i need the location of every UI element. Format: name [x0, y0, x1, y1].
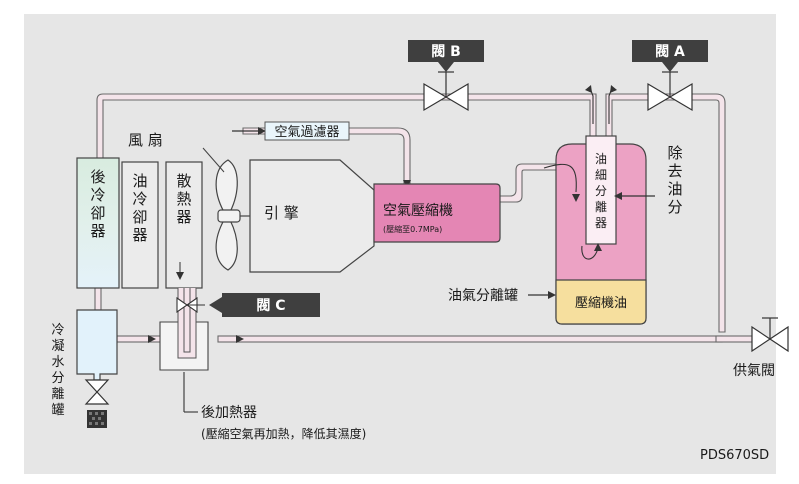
svg-text:卻: 卻: [132, 208, 147, 226]
svg-text:分: 分: [51, 371, 64, 386]
drain-filter-pattern: [89, 412, 104, 425]
drain-separator-label: 冷 凝 水 分 離 罐: [51, 323, 64, 418]
air-filter-arrow: [232, 127, 266, 135]
flow-arrow-icon: [585, 85, 592, 93]
radiator: [165, 161, 203, 289]
fan-label: 風 扇: [128, 131, 163, 149]
svg-text:器: 器: [132, 226, 147, 244]
svg-text:油: 油: [132, 172, 147, 190]
radiator-label: 散 熱 器: [176, 172, 191, 226]
reheater-note: (壓縮空氣再加熱，降低其濕度): [201, 426, 366, 441]
supply-pipe-top: [605, 93, 726, 333]
air-compressor: [373, 183, 501, 243]
reheater-flow-arrows: [148, 262, 244, 343]
compressor-oil-layer: [555, 279, 647, 325]
fan-leader-line: [202, 147, 225, 173]
valve-b-icon[interactable]: [423, 71, 469, 112]
valve-c-callout: 閥 C: [209, 293, 320, 317]
flow-arrow-icon: [594, 243, 602, 251]
svg-text:罐: 罐: [51, 403, 64, 418]
valve-c-icon[interactable]: [176, 296, 205, 314]
svg-text:器: 器: [176, 208, 191, 226]
air-filter-box: [264, 121, 350, 141]
svg-text:油: 油: [667, 180, 682, 198]
valve-b-label: 閥 B: [431, 44, 461, 60]
compressor-oil-label: 壓縮機油: [575, 295, 627, 311]
compressor-label: 空氣壓縮機: [383, 203, 453, 219]
aftercooler: [76, 157, 120, 289]
svg-text:除: 除: [667, 144, 682, 162]
oil-cooler-label: 油 冷 卻 器: [132, 172, 147, 244]
svg-text:細: 細: [595, 168, 607, 182]
oil-gas-tank-label: 油氣分離罐: [448, 287, 518, 304]
valve-a-callout: 閥 A: [632, 40, 708, 72]
condensate-separator-tank: [76, 309, 118, 381]
svg-text:分: 分: [595, 184, 607, 198]
reheater-label: 後加熱器: [201, 405, 257, 421]
valve-c-label: 閥 C: [256, 298, 285, 314]
svg-text:器: 器: [595, 216, 607, 230]
engine: [249, 159, 375, 273]
svg-text:散: 散: [176, 172, 191, 190]
supply-pipe-bottom: [217, 335, 723, 343]
svg-text:油: 油: [595, 152, 607, 166]
svg-text:去: 去: [667, 162, 682, 180]
air-filter-label: 空氣過濾器: [274, 125, 339, 140]
separator-outlet-pipe: [715, 335, 753, 343]
oil-removal-arrow: [614, 192, 622, 200]
aftercooler-label: 後 冷 卻 器: [90, 168, 105, 240]
svg-text:冷: 冷: [51, 323, 64, 338]
svg-text:水: 水: [51, 355, 64, 370]
flow-arrow-icon: [610, 85, 617, 93]
oil-removal-label: 除 去 油 分: [667, 144, 682, 216]
oil-gas-tank-arrow: [548, 291, 556, 299]
cooling-fan-icon: [215, 159, 250, 271]
svg-text:器: 器: [90, 222, 105, 240]
svg-text:離: 離: [51, 387, 64, 402]
supply-valve-icon[interactable]: [751, 317, 789, 353]
svg-text:冷: 冷: [90, 186, 105, 204]
engine-label: 引 擎: [264, 204, 299, 222]
aftercooler-drain-pipe: [94, 287, 102, 311]
svg-text:分: 分: [667, 198, 682, 216]
reheater-coil: [177, 288, 197, 359]
valve-a-label: 閥 A: [655, 44, 685, 60]
svg-text:冷: 冷: [132, 190, 147, 208]
fine-separator-label: 油 細 分 離 器: [595, 152, 607, 230]
svg-text:後: 後: [90, 168, 105, 186]
model-number: PDS670SD: [700, 448, 769, 463]
oil-cooler: [121, 161, 159, 289]
svg-text:離: 離: [595, 200, 607, 214]
svg-text:凝: 凝: [51, 338, 64, 354]
compressor-note: (壓縮至0.7MPa): [383, 224, 442, 234]
svg-text:卻: 卻: [90, 204, 105, 222]
valve-b-callout: 閥 B: [408, 40, 484, 72]
return-pipe: [96, 93, 597, 159]
flow-arrow-icon: [572, 194, 580, 202]
svg-text:熱: 熱: [176, 190, 191, 208]
fine-oil-separator: [585, 135, 617, 245]
supply-valve-label: 供氣閥: [733, 363, 775, 379]
drain-valve-icon[interactable]: [84, 379, 110, 405]
valve-a-icon[interactable]: [647, 71, 693, 112]
